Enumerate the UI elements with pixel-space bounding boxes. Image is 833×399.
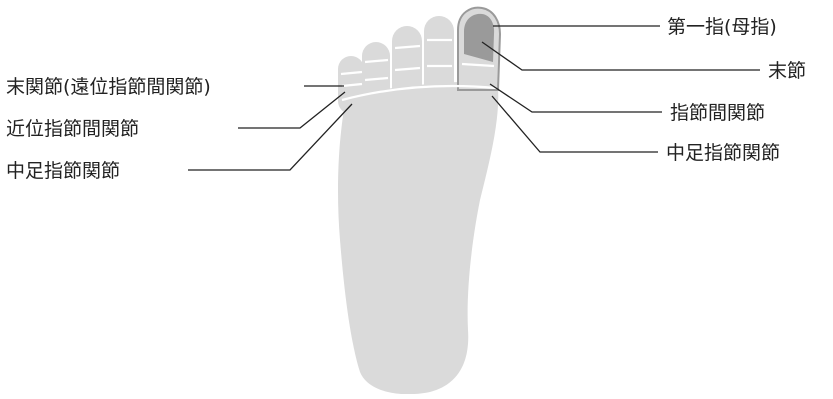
ip-joint-first <box>461 62 495 68</box>
leader-distal-phalanx <box>481 41 760 71</box>
dip-joint-third <box>394 44 421 50</box>
pip-joint-third <box>394 66 421 72</box>
leader-ip-joint <box>489 83 662 113</box>
pip-joint-fifth <box>341 82 363 88</box>
label-first-toe: 第一指(母指) <box>667 16 777 38</box>
dip-joint-fifth <box>340 70 363 76</box>
label-distal-phalanx: 末節 <box>768 60 806 82</box>
toe-second <box>424 16 454 102</box>
leader-pip-joint <box>238 91 346 129</box>
label-mtp-joint-left: 中足指節関節 <box>6 160 120 182</box>
toe-fourth <box>362 42 390 110</box>
mtp-joint-arc <box>341 84 497 102</box>
label-mtp-joint-right: 中足指節関節 <box>666 142 780 164</box>
pip-joint-fourth <box>364 76 389 82</box>
leader-mtp-joint-left <box>188 103 353 171</box>
distal-phalanx-shaded <box>464 13 495 62</box>
leader-mtp-joint-right <box>491 95 658 153</box>
foot-sole <box>338 81 499 395</box>
label-dip-joint: 末関節(遠位指節間関節) <box>6 76 211 98</box>
label-pip-joint: 近位指節間関節 <box>6 118 139 140</box>
label-ip-joint: 指節間関節 <box>670 102 765 124</box>
joint-lines <box>340 38 497 102</box>
leader-lines <box>188 25 760 171</box>
dip-joint-fourth <box>364 58 389 64</box>
toe-third <box>392 26 422 104</box>
